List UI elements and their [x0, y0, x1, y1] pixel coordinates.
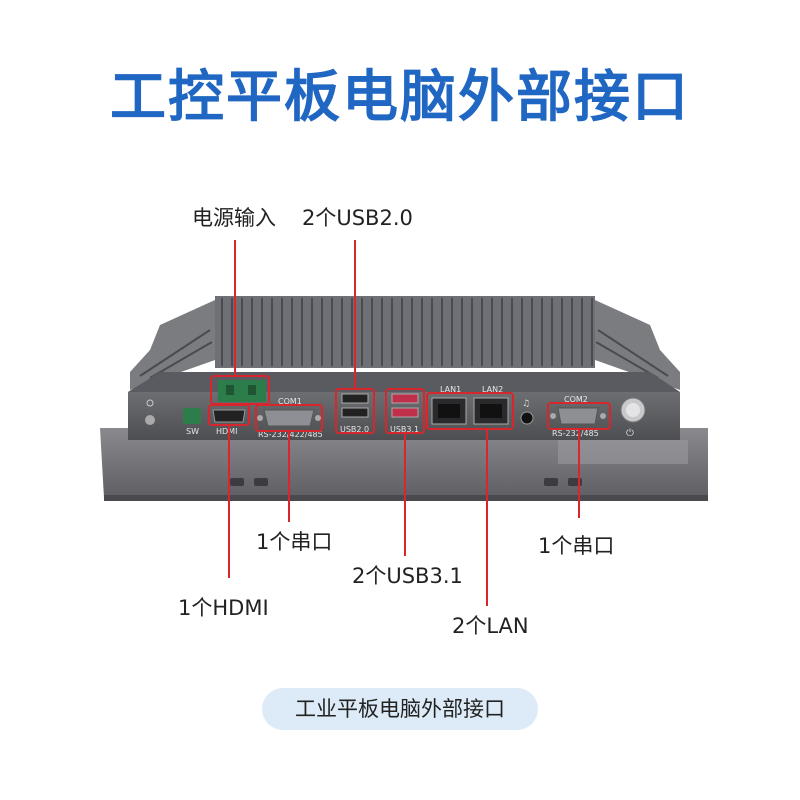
- sw-terminal: [183, 408, 201, 424]
- callout-lan: 2个LAN: [452, 614, 529, 638]
- caption-pill: 工业平板电脑外部接口: [262, 688, 538, 730]
- callout-lines: [228, 240, 580, 606]
- hdmi-port: [212, 409, 246, 423]
- headphone-icon: ♫: [522, 399, 530, 409]
- callout-serial-right: 1个串口: [538, 534, 615, 558]
- usb20-ports: [341, 393, 369, 418]
- callout-hdmi: 1个HDMI: [178, 596, 269, 620]
- lan-ports: [431, 397, 509, 425]
- usb20-port-label: USB2.0: [340, 425, 369, 434]
- ground-screw-icon: [145, 415, 155, 425]
- callout-usb31: 2个USB3.1: [352, 564, 463, 588]
- com2-port: [550, 407, 606, 425]
- com1-type-label: RS-232/422/485: [258, 430, 323, 439]
- power-button: [620, 397, 646, 423]
- hdmi-port-label: HDMI: [216, 427, 237, 436]
- usb31-port-label: USB3.1: [390, 425, 419, 434]
- power-icon: ⏻: [626, 428, 634, 439]
- audio-jack: [520, 411, 534, 425]
- com2-type-label: RS-232/485: [552, 429, 599, 438]
- lan-highlight: [426, 392, 514, 430]
- page-title: 工控平板电脑外部接口: [110, 65, 690, 130]
- callout-usb20: 2个USB2.0: [302, 206, 413, 230]
- usb31-ports: [391, 393, 419, 418]
- com2-port-label: COM2: [564, 395, 588, 404]
- com1-port: [257, 409, 321, 427]
- callout-power: 电源输入: [192, 206, 276, 230]
- lan1-port-label: LAN1: [440, 385, 461, 394]
- callout-serial-left: 1个串口: [256, 530, 333, 554]
- power-terminal: [218, 380, 266, 402]
- heatsink-fins: [130, 296, 680, 390]
- lan2-port-label: LAN2: [482, 385, 503, 394]
- com1-port-label: COM1: [278, 397, 302, 406]
- sw-port-label: SW: [186, 427, 199, 436]
